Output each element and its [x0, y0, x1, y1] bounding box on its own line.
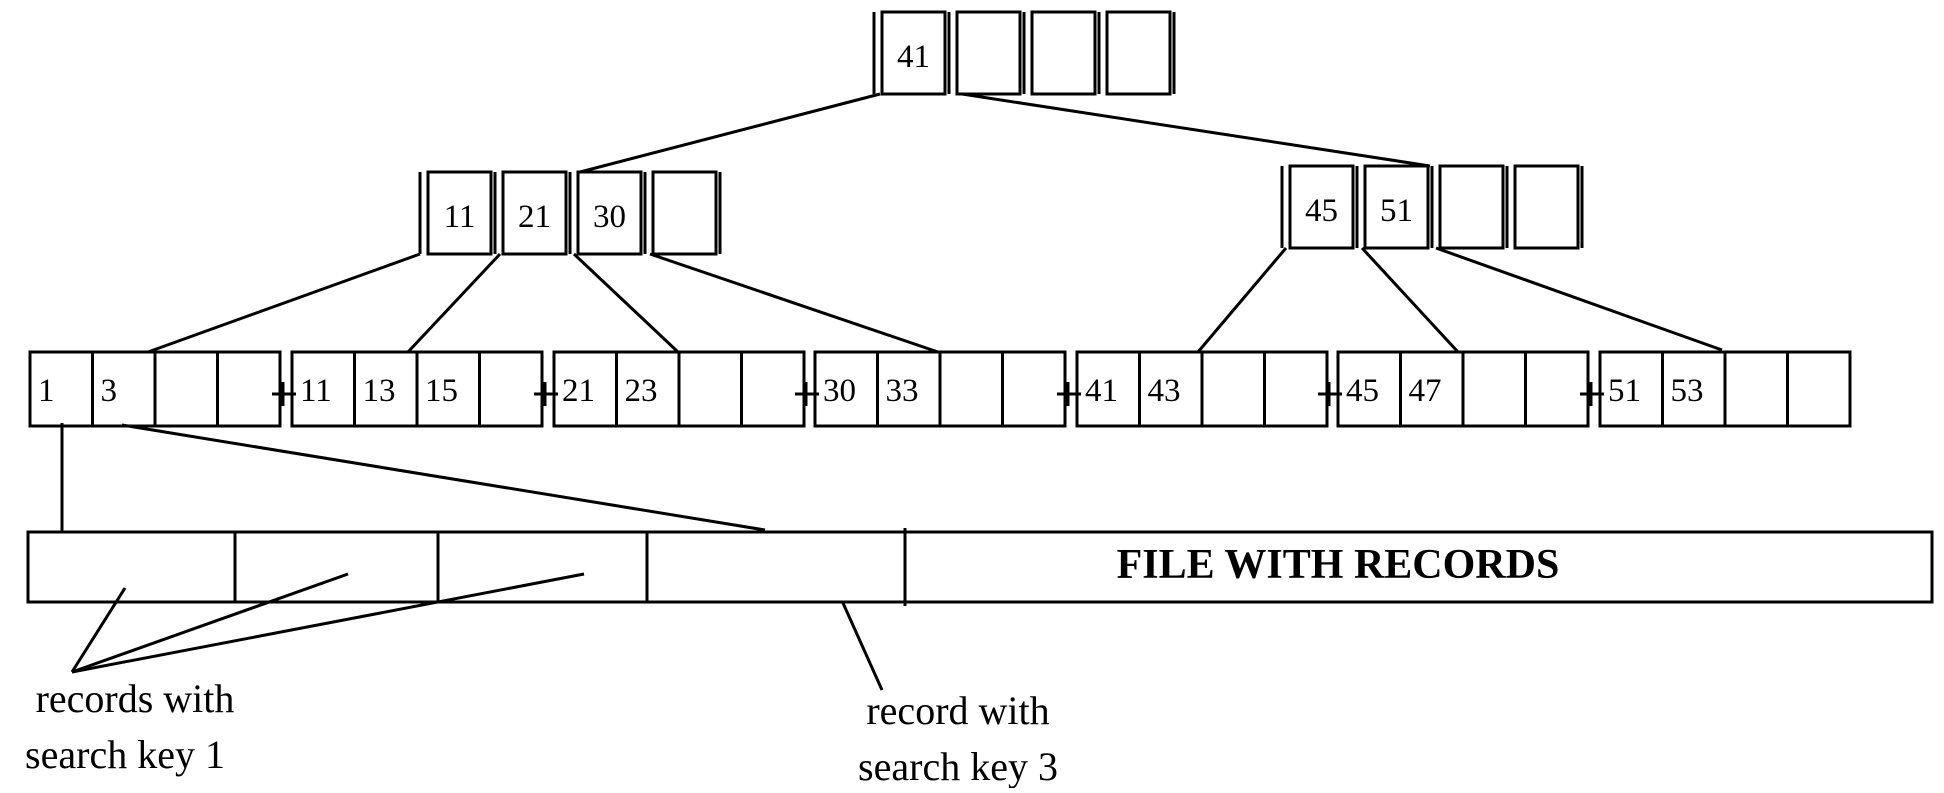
leaf-key: 3 — [101, 373, 118, 409]
tree-edge — [406, 252, 502, 354]
node-key: 11 — [444, 199, 476, 235]
node-cell — [1105, 10, 1172, 96]
tree-edge — [1435, 246, 1723, 352]
caption-records-key1-line1: records with — [36, 676, 235, 721]
annotation-line-record-1 — [70, 587, 127, 673]
leaf-key: 41 — [1085, 373, 1118, 409]
leaf-key: 33 — [886, 373, 919, 409]
leaf-node: 45 47 — [1318, 350, 1590, 428]
node-cell — [955, 10, 1022, 96]
annotation-line-record-key3 — [841, 602, 884, 691]
caption-record-key3-line1: record with — [866, 688, 1049, 733]
leaf-node: 11 13 15 — [272, 350, 544, 428]
node-cell — [576, 170, 643, 256]
leaf-node: 41 43 — [1057, 350, 1329, 428]
tree-edges — [147, 92, 1723, 354]
node-key: 51 — [1380, 193, 1413, 229]
leaf-key: 13 — [363, 373, 396, 409]
record-pointers — [60, 423, 884, 691]
node-cell — [651, 170, 718, 256]
leaf-key: 45 — [1346, 373, 1379, 409]
leaf-key: 51 — [1608, 373, 1641, 409]
records-file: FILE WITH RECORDS — [26, 528, 1934, 606]
annotation-line-record-2 — [71, 572, 349, 674]
tree-edge — [1360, 246, 1460, 354]
node-key: 30 — [593, 199, 626, 235]
leaf-node: 30 33 — [795, 350, 1067, 428]
leaf-key: 47 — [1409, 373, 1442, 409]
caption-record-key3-line2: search key 3 — [858, 744, 1058, 788]
root-node: 41 — [872, 10, 1176, 96]
node-key: 41 — [897, 39, 930, 75]
leaf-node: 21 23 — [534, 350, 806, 428]
tree-edge — [961, 92, 1431, 168]
leaf-key: 30 — [823, 373, 856, 409]
node-cell — [880, 10, 947, 96]
tree-edge — [147, 252, 421, 354]
leaf-key: 15 — [425, 373, 458, 409]
leaf-key: 43 — [1148, 373, 1181, 409]
node-key: 21 — [518, 199, 551, 235]
node-cell — [1438, 164, 1505, 250]
node-cell — [1363, 164, 1430, 250]
leaf-key: 11 — [300, 373, 332, 409]
node-cell — [1288, 164, 1355, 250]
internal-node-right: 45 51 — [1280, 164, 1584, 250]
annotation-line-record-3 — [71, 572, 585, 674]
tree-edge — [572, 252, 680, 354]
tree-edge — [649, 252, 939, 354]
leaf-node: 51 53 — [1580, 350, 1852, 428]
caption-records-key1-line2: search key 1 — [25, 732, 225, 777]
node-key: 45 — [1305, 193, 1338, 229]
tree-edge — [579, 92, 881, 174]
internal-node-left: 11 21 30 — [418, 170, 722, 256]
node-cell — [1513, 164, 1580, 250]
leaf-key: 23 — [625, 373, 658, 409]
node-cell — [1030, 10, 1097, 96]
leaf-key: 53 — [1671, 373, 1704, 409]
node-cell — [426, 170, 493, 256]
file-border — [26, 530, 1934, 604]
pointer-key3-to-record — [121, 423, 766, 532]
leaf-key: 1 — [38, 373, 55, 409]
leaf-key: 21 — [562, 373, 595, 409]
tree-edge — [1196, 247, 1288, 353]
node-cell — [501, 170, 568, 256]
file-title: FILE WITH RECORDS — [1117, 542, 1560, 588]
